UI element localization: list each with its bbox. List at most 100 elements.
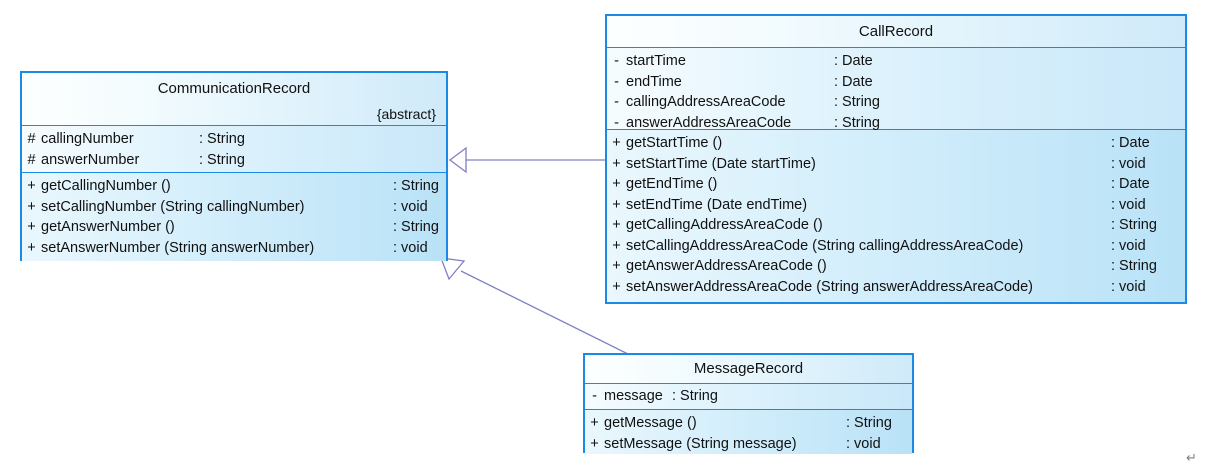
- operation-row[interactable]: + setStartTime (Date startTime) : void: [607, 154, 1185, 175]
- operation-row[interactable]: + getCallingNumber () : String: [22, 176, 446, 197]
- attribute-name: answerAddressAreaCode: [626, 114, 792, 131]
- operation-return-type: : String: [393, 219, 439, 235]
- visibility-marker: #: [27, 131, 36, 147]
- visibility-marker: +: [27, 219, 36, 235]
- operation-signature: getMessage (): [604, 415, 697, 431]
- operation-return-type: : void: [1111, 278, 1146, 295]
- attribute-type: : String: [834, 114, 880, 131]
- attributes-compartment-call-record: - startTime : Date - endTime : Date - ca…: [607, 47, 1185, 131]
- attribute-row[interactable]: # answerNumber : String: [22, 150, 446, 171]
- operation-signature: setAnswerAddressAreaCode (String answerA…: [626, 278, 1033, 295]
- visibility-marker: +: [612, 155, 621, 172]
- generalization-callrecord[interactable]: [448, 146, 605, 174]
- operation-signature: getCallingNumber (): [41, 178, 171, 194]
- attribute-name: message: [604, 388, 663, 404]
- visibility-marker: +: [612, 217, 621, 233]
- operation-return-type: : Date: [1111, 176, 1150, 192]
- operation-row[interactable]: + getAnswerAddressAreaCode () : String: [607, 256, 1185, 277]
- operation-row[interactable]: + getMessage () : String: [585, 413, 912, 434]
- operation-return-type: : String: [1111, 258, 1157, 274]
- operation-row[interactable]: + setCallingNumber (String callingNumber…: [22, 197, 446, 218]
- operation-return-type: : String: [846, 415, 892, 431]
- visibility-marker: +: [590, 415, 599, 431]
- operation-signature: getEndTime (): [626, 176, 718, 192]
- operation-row[interactable]: + setEndTime (Date endTime) : void: [607, 195, 1185, 216]
- operation-return-type: : void: [1111, 155, 1146, 172]
- attribute-row[interactable]: - startTime : Date: [607, 51, 1185, 72]
- operation-signature: setCallingNumber (String callingNumber): [41, 198, 305, 215]
- visibility-marker: #: [27, 151, 36, 168]
- operation-signature: setCallingAddressAreaCode (String callin…: [626, 237, 1024, 254]
- attribute-row[interactable]: - answerAddressAreaCode : String: [607, 113, 1185, 134]
- attribute-name: endTime: [626, 73, 682, 90]
- class-name-call-record: CallRecord: [858, 23, 934, 40]
- attribute-type: : String: [199, 151, 245, 168]
- operation-row[interactable]: + getStartTime () : Date: [607, 133, 1185, 154]
- class-name-message-record: MessageRecord: [693, 360, 804, 377]
- operation-return-type: : void: [1111, 196, 1146, 213]
- visibility-marker: +: [612, 278, 621, 295]
- paragraph-return-mark: ↵: [1186, 451, 1197, 466]
- operation-return-type: : String: [393, 178, 439, 194]
- operation-signature: getStartTime (): [626, 135, 723, 151]
- operation-row[interactable]: + getCallingAddressAreaCode () : String: [607, 215, 1185, 236]
- attribute-row[interactable]: - message : String: [585, 386, 912, 407]
- attribute-type: : String: [834, 94, 880, 110]
- visibility-marker: +: [612, 196, 621, 213]
- operations-compartment-call-record: + getStartTime () : Date + setStartTime …: [607, 129, 1185, 302]
- visibility-marker: -: [614, 53, 619, 69]
- operation-row[interactable]: + setAnswerAddressAreaCode (String answe…: [607, 277, 1185, 298]
- attribute-row[interactable]: - endTime : Date: [607, 72, 1185, 93]
- operations-compartment-communication-record: + getCallingNumber () : String + setCall…: [22, 172, 446, 261]
- operation-return-type: : String: [1111, 217, 1157, 233]
- operation-signature: getAnswerNumber (): [41, 219, 175, 235]
- attribute-type: : Date: [834, 73, 873, 90]
- visibility-marker: +: [612, 237, 621, 254]
- operation-signature: setStartTime (Date startTime): [626, 155, 816, 172]
- operation-signature: setEndTime (Date endTime): [626, 196, 808, 213]
- attributes-compartment-message-record: - message : String: [585, 383, 912, 409]
- class-stereotype-abstract: {abstract}: [376, 106, 436, 122]
- visibility-marker: +: [27, 239, 36, 256]
- operation-return-type: : void: [393, 198, 428, 215]
- visibility-marker: +: [612, 135, 621, 151]
- operation-return-type: : void: [393, 239, 428, 256]
- attribute-name: startTime: [626, 53, 686, 69]
- operation-row[interactable]: + getAnswerNumber () : String: [22, 217, 446, 238]
- attribute-name: callingAddressAreaCode: [626, 94, 786, 110]
- attribute-type: : String: [672, 388, 718, 404]
- operation-signature: getCallingAddressAreaCode (): [626, 217, 823, 233]
- class-name-communication-record: CommunicationRecord: [157, 80, 311, 97]
- visibility-marker: -: [614, 73, 619, 90]
- operation-row[interactable]: + setCallingAddressAreaCode (String call…: [607, 236, 1185, 257]
- attribute-row[interactable]: # callingNumber : String: [22, 129, 446, 150]
- uml-class-message-record[interactable]: MessageRecord - message : String + getMe…: [583, 353, 914, 454]
- operation-return-type: : void: [1111, 237, 1146, 254]
- visibility-marker: +: [612, 176, 621, 192]
- class-header-message-record: MessageRecord: [585, 355, 912, 383]
- uml-class-communication-record[interactable]: CommunicationRecord {abstract} # calling…: [20, 71, 448, 261]
- class-header-communication-record: CommunicationRecord {abstract}: [22, 73, 446, 125]
- class-header-call-record: CallRecord: [607, 16, 1185, 47]
- visibility-marker: +: [27, 178, 36, 194]
- operation-signature: getAnswerAddressAreaCode (): [626, 258, 827, 274]
- attribute-name: callingNumber: [41, 131, 134, 147]
- operation-return-type: : Date: [1111, 135, 1150, 151]
- operation-signature: setMessage (String message): [604, 435, 797, 452]
- operations-compartment-message-record: + getMessage () : String + setMessage (S…: [585, 409, 912, 454]
- visibility-marker: +: [27, 198, 36, 215]
- visibility-marker: -: [614, 94, 619, 110]
- visibility-marker: +: [612, 258, 621, 274]
- operation-row[interactable]: + setAnswerNumber (String answerNumber) …: [22, 238, 446, 259]
- operation-return-type: : void: [846, 435, 881, 452]
- attribute-row[interactable]: - callingAddressAreaCode : String: [607, 92, 1185, 113]
- attribute-type: : Date: [834, 53, 873, 69]
- operation-row[interactable]: + getEndTime () : Date: [607, 174, 1185, 195]
- attribute-name: answerNumber: [41, 151, 140, 168]
- visibility-marker: +: [590, 435, 599, 452]
- attribute-type: : String: [199, 131, 245, 147]
- uml-class-call-record[interactable]: CallRecord - startTime : Date - endTime …: [605, 14, 1187, 304]
- operation-row[interactable]: + setMessage (String message) : void: [585, 434, 912, 455]
- attributes-compartment-communication-record: # callingNumber : String # answerNumber …: [22, 125, 446, 172]
